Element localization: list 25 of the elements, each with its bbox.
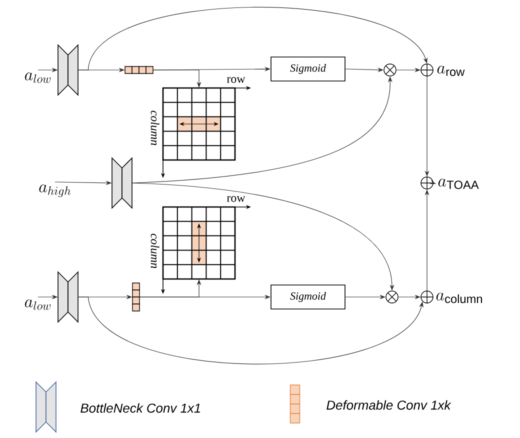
math-label: $a_{low}$ (25, 72, 51, 83)
multiply-symbol (384, 64, 396, 76)
math-label: $a_{\mathrm{row}}$ (437, 66, 465, 76)
column-label: column (150, 234, 160, 268)
row-label: row (226, 77, 246, 83)
add-symbol (420, 290, 434, 304)
multiply-symbol (386, 290, 398, 304)
add-symbol (420, 176, 434, 190)
sigmoid-box: Sigmoid (270, 56, 346, 82)
math-label: $a_{low}$ (25, 300, 51, 310)
arrow (78, 6, 428, 70)
feature-grid (162, 206, 236, 280)
legend-label: Deformable Conv 1xk (326, 400, 452, 410)
sigmoid-box: Sigmoid (270, 284, 346, 310)
legend-label: BottleNeck Conv 1x1 (80, 403, 200, 413)
math-label: $a_{\mathrm{column}}$ (436, 292, 482, 304)
math-label: $a_{high}$ (39, 184, 71, 198)
arrow (78, 296, 424, 364)
add-symbol (420, 63, 434, 77)
column-label: column (150, 110, 160, 146)
math-label: $a_{\mathrm{TOAA}}$ (438, 178, 479, 190)
kernel-symbol (124, 66, 154, 74)
feature-grid (162, 87, 236, 161)
kernel-symbol (132, 282, 140, 312)
row-label: row (226, 196, 246, 202)
